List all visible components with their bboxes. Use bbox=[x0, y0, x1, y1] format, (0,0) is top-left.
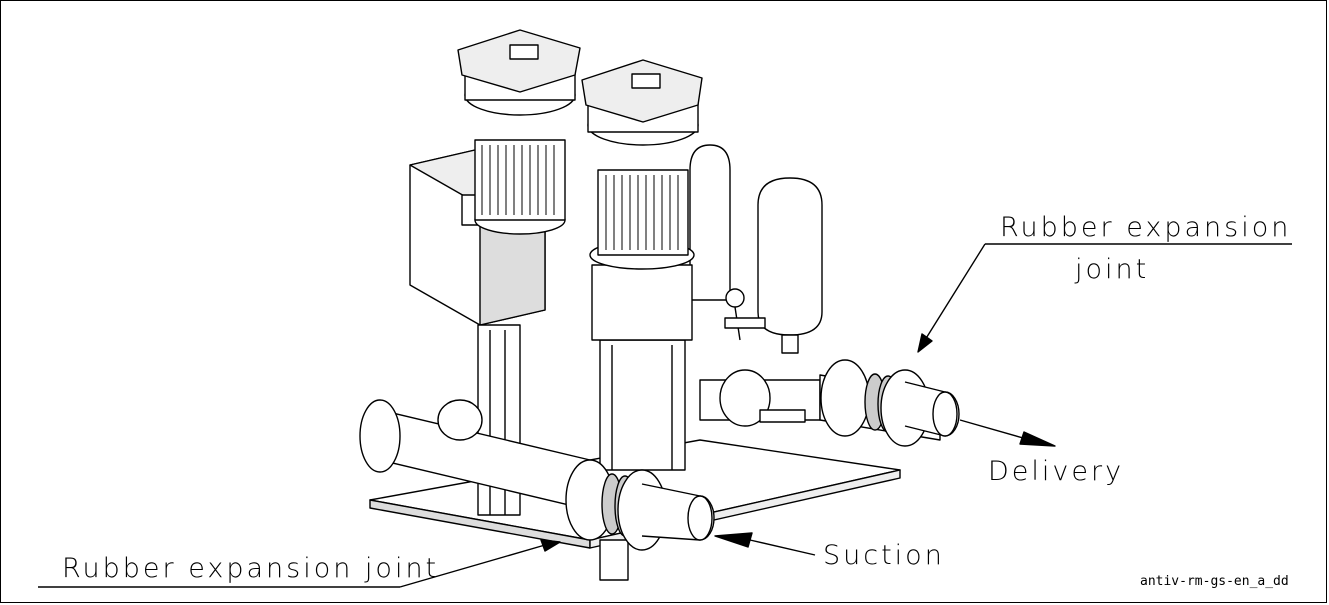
rubber-joint-top-label-line1: Rubber expansion bbox=[1000, 212, 1292, 243]
pump-1 bbox=[457, 29, 581, 516]
drawing-reference: antiv-rm-gs-en_a_dd bbox=[1140, 574, 1289, 589]
suction-arrow bbox=[714, 532, 816, 556]
rubber-joint-top-label-line2: joint bbox=[1075, 254, 1150, 285]
pressure-gauge bbox=[724, 288, 766, 341]
delivery-arrow bbox=[959, 419, 1056, 447]
delivery-rubber-joint bbox=[820, 359, 960, 447]
suction-label: Suction bbox=[823, 540, 945, 571]
suction-rubber-joint bbox=[565, 459, 715, 551]
delivery-label: Delivery bbox=[988, 456, 1125, 487]
pressure-vessel-back bbox=[689, 144, 731, 301]
suction-manifold bbox=[359, 399, 591, 511]
rubber-joint-bottom-label: Rubber expansion joint bbox=[62, 553, 440, 584]
leader-bottom-joint bbox=[38, 539, 561, 588]
pump-2 bbox=[581, 59, 703, 471]
leader-top-joint bbox=[917, 243, 1292, 353]
pressure-vessel-front bbox=[757, 177, 823, 354]
